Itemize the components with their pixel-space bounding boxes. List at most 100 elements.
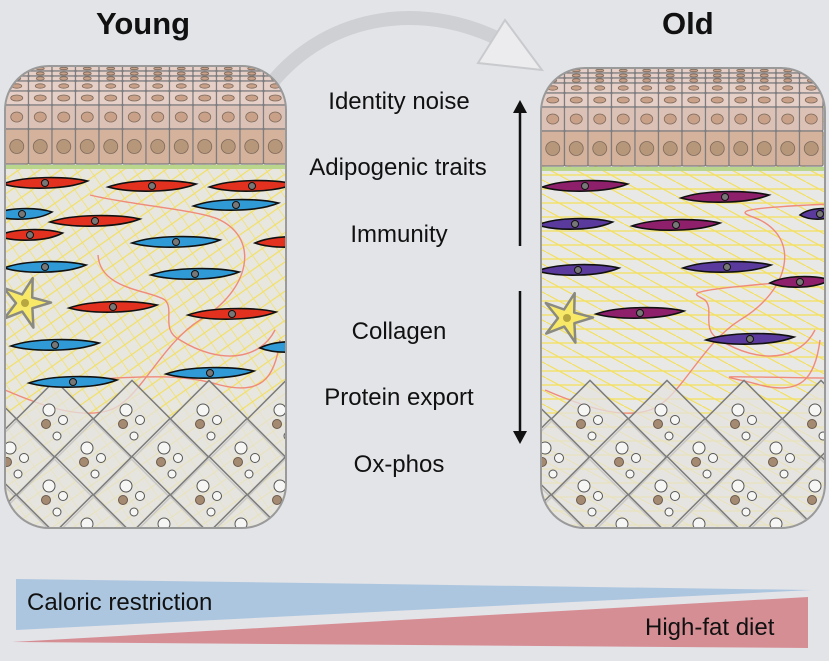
adipocyte-droplets xyxy=(79,441,106,479)
keratinocyte-nucleus xyxy=(103,139,119,154)
keratinocyte-nucleus xyxy=(569,96,583,104)
lipid-droplet xyxy=(444,416,453,425)
adipocyte-body xyxy=(741,493,823,528)
old-fibroblasts xyxy=(541,179,825,345)
lipid-droplet xyxy=(250,453,260,463)
brown-droplet xyxy=(500,496,509,505)
lipid-droplet xyxy=(196,403,210,417)
adipocyte-body xyxy=(438,418,517,497)
lipid-droplet xyxy=(747,491,757,501)
fibroblast-nucleus xyxy=(69,378,77,386)
brown-droplet xyxy=(465,534,474,543)
adipocyte xyxy=(283,493,337,554)
keratinocyte-nucleus xyxy=(735,85,747,91)
lipid-droplet xyxy=(328,454,337,463)
keratinocyte-nucleus xyxy=(782,85,794,91)
lipid-droplet xyxy=(703,546,711,554)
lipid-droplet xyxy=(168,546,176,554)
keratinocyte-nucleus xyxy=(79,139,95,154)
lipid-droplet xyxy=(501,480,513,492)
keratinocyte-nucleus xyxy=(665,78,675,83)
keratinocyte-nucleus xyxy=(687,113,701,125)
keratinocyte-nucleus xyxy=(689,78,699,83)
young-skin-panel xyxy=(5,66,517,554)
lipid-droplet xyxy=(367,416,376,425)
lipid-droplet xyxy=(212,415,222,425)
brown-droplet xyxy=(730,495,740,505)
lipid-droplet xyxy=(196,479,210,493)
keratinocyte-nucleus xyxy=(244,139,260,154)
keratinocyte-nucleus xyxy=(664,85,676,91)
lipid-droplet xyxy=(399,546,407,554)
keratinocyte-nucleus xyxy=(153,66,163,71)
keratinocyte-nucleus xyxy=(618,78,628,83)
keratinocyte-nucleus xyxy=(198,94,212,102)
lipid-droplet xyxy=(245,546,253,554)
young-epidermis xyxy=(5,66,286,165)
keratinocyte-nucleus xyxy=(127,111,141,123)
keratinocyte-nucleus xyxy=(12,71,22,76)
keratinocyte-nucleus xyxy=(686,141,702,156)
keratinocyte-nucleus xyxy=(223,66,233,71)
keratinocyte-nucleus xyxy=(35,71,45,76)
lipid-droplet xyxy=(818,431,825,441)
keratinocyte-nucleus xyxy=(80,111,94,123)
fibroblast-nucleus xyxy=(746,335,754,343)
adipocyte-droplets xyxy=(311,518,337,554)
keratinocyte-nucleus xyxy=(759,68,769,73)
young-panel-border xyxy=(4,65,287,529)
brown-droplet xyxy=(504,420,513,429)
brown-droplet xyxy=(692,534,701,543)
keratinocyte-nucleus xyxy=(642,68,652,73)
lipid-droplet xyxy=(779,469,789,479)
brown-droplet xyxy=(41,495,51,505)
adipocyte-body xyxy=(283,417,286,499)
fibroblast-nucleus xyxy=(232,201,240,209)
immune-cell-nucleus xyxy=(21,299,29,307)
lipid-droplet xyxy=(554,453,564,463)
keratinocyte-nucleus xyxy=(639,141,655,156)
brown-droplet xyxy=(272,495,282,505)
keratinocyte-nucleus xyxy=(758,85,770,91)
keratinocyte-nucleus xyxy=(221,94,235,102)
young-title: Young xyxy=(96,6,191,41)
keratinocyte-nucleus xyxy=(176,71,186,76)
fibroblast xyxy=(252,235,286,248)
adipocyte-body xyxy=(52,493,134,528)
lipid-droplet xyxy=(312,442,324,454)
keratinocyte-nucleus xyxy=(571,78,581,83)
adipocyte-body xyxy=(818,493,825,528)
keratinocyte-nucleus xyxy=(200,66,210,71)
lipid-droplet xyxy=(52,431,62,441)
adipocyte-body xyxy=(5,493,57,528)
collagen-fiber xyxy=(728,339,825,389)
brown-droplet xyxy=(427,496,436,505)
keratinocyte-nucleus xyxy=(245,111,259,123)
adipocyte-droplets xyxy=(427,480,453,516)
adipocyte-droplets xyxy=(768,441,795,479)
lipid-droplet xyxy=(438,508,446,516)
lipid-droplet xyxy=(702,469,712,479)
adipocyte-body xyxy=(206,493,286,528)
adipocyte xyxy=(818,493,825,528)
lipid-droplet xyxy=(786,530,795,539)
lipid-droplet xyxy=(290,416,299,425)
keratinocyte-nucleus xyxy=(640,113,654,125)
lipid-droplet xyxy=(808,479,822,493)
keratinocyte-nucleus xyxy=(104,94,118,102)
keratinocyte-nucleus xyxy=(712,68,722,73)
fibroblast xyxy=(258,340,286,353)
keratinocyte-nucleus xyxy=(151,94,165,102)
brown-droplet xyxy=(234,534,243,543)
fibroblast-nucleus xyxy=(574,266,582,274)
keratinocyte-nucleus xyxy=(687,96,701,104)
keratinocyte-nucleus xyxy=(223,76,233,81)
lipid-droplet xyxy=(670,415,680,425)
adipocyte-body xyxy=(541,493,592,528)
brown-droplet xyxy=(576,495,586,505)
keratinocyte-nucleus xyxy=(736,78,746,83)
adipocyte-body xyxy=(587,493,669,528)
fibroblast-nucleus xyxy=(51,341,59,349)
keratinocyte-nucleus xyxy=(80,94,94,102)
brown-droplet xyxy=(653,419,663,429)
